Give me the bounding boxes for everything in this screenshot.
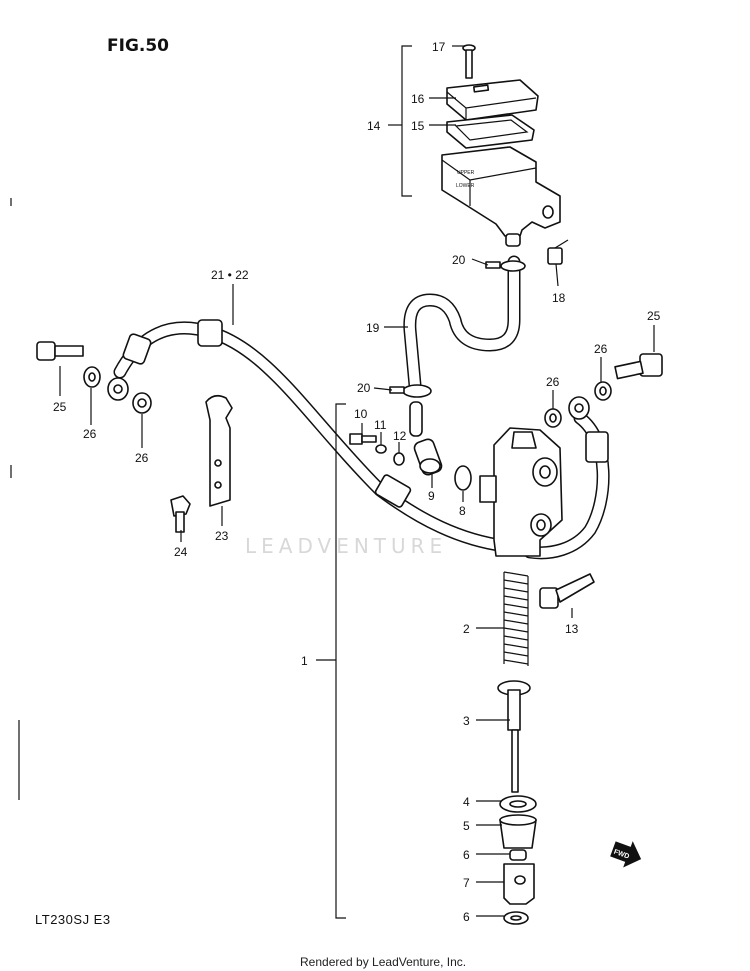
callout-20-lower: 20 bbox=[357, 381, 371, 395]
callout-26-c: 26 bbox=[546, 375, 560, 389]
callout-23: 23 bbox=[215, 529, 229, 543]
callout-5: 5 bbox=[463, 819, 470, 833]
hose-clamp-23 bbox=[205, 394, 233, 507]
nut-6-upper bbox=[509, 849, 527, 861]
figure-title: FIG.50 bbox=[107, 36, 169, 56]
brake-hose bbox=[107, 319, 610, 560]
callout-17: 17 bbox=[432, 40, 446, 54]
callout-26-d: 26 bbox=[594, 342, 608, 356]
circlip-4 bbox=[499, 795, 537, 813]
callout-11: 11 bbox=[374, 418, 387, 432]
reservoir-cap-16 bbox=[446, 79, 539, 121]
callouts: 17 16 15 14 20 18 21 • 22 19 25 26 26 20… bbox=[53, 40, 661, 924]
callout-7: 7 bbox=[463, 876, 470, 890]
banjo-bolt-25-right bbox=[544, 353, 663, 428]
banjo-bolt-25-left bbox=[36, 341, 152, 414]
scan-edge-marks bbox=[10, 198, 20, 800]
spring-2 bbox=[503, 571, 529, 666]
bolt-24 bbox=[170, 495, 191, 533]
boot-5 bbox=[499, 814, 537, 849]
watermark: LEADVENTURE bbox=[245, 534, 447, 558]
piston-3 bbox=[497, 680, 531, 793]
reservoir-lower-mark: LOWER bbox=[456, 183, 475, 189]
o-ring-8 bbox=[454, 465, 472, 491]
callout-16: 16 bbox=[411, 92, 425, 106]
screw-10 bbox=[349, 433, 377, 445]
master-cylinder-body bbox=[479, 427, 563, 557]
callout-3: 3 bbox=[463, 714, 470, 728]
bolt-13 bbox=[539, 573, 595, 609]
nut-6-lower bbox=[503, 911, 529, 925]
diaphragm-15 bbox=[446, 114, 535, 149]
callout-10: 10 bbox=[354, 407, 368, 421]
callout-8: 8 bbox=[459, 504, 466, 518]
callout-25-left: 25 bbox=[53, 400, 67, 414]
callout-6-upper: 6 bbox=[463, 848, 470, 862]
washer-11 bbox=[375, 444, 387, 454]
footer-credit: Rendered by LeadVenture, Inc. bbox=[300, 955, 466, 969]
callout-12: 12 bbox=[393, 429, 407, 443]
clevis-7 bbox=[503, 863, 535, 905]
callout-9: 9 bbox=[428, 489, 435, 503]
callout-13: 13 bbox=[565, 622, 579, 636]
leader-lines bbox=[59, 45, 655, 917]
callout-24: 24 bbox=[174, 545, 188, 559]
reservoir-upper-mark: UPPER bbox=[457, 170, 475, 176]
callout-6-lower: 6 bbox=[463, 910, 470, 924]
bolt-18 bbox=[547, 239, 569, 265]
callout-4: 4 bbox=[463, 795, 470, 809]
callout-15: 15 bbox=[411, 119, 425, 133]
screw-17 bbox=[462, 44, 476, 79]
callout-18: 18 bbox=[552, 291, 566, 305]
callout-25-right: 25 bbox=[647, 309, 661, 323]
callout-26-a: 26 bbox=[83, 427, 97, 441]
part-12 bbox=[393, 452, 405, 466]
callout-20-upper: 20 bbox=[452, 253, 466, 267]
callout-26-b: 26 bbox=[135, 451, 149, 465]
reservoir-assembly: UPPER LOWER bbox=[401, 44, 569, 265]
callout-1: 1 bbox=[301, 654, 308, 668]
callout-2: 2 bbox=[463, 622, 470, 636]
reservoir-hose-19 bbox=[389, 255, 526, 398]
forward-arrow: FWD bbox=[610, 841, 642, 868]
inlet-fitting-9 bbox=[409, 401, 443, 476]
reservoir-body: UPPER LOWER bbox=[441, 146, 561, 247]
assembly-bracket-1 bbox=[335, 403, 346, 919]
callout-19: 19 bbox=[366, 321, 380, 335]
callout-21-22: 21 • 22 bbox=[211, 268, 249, 282]
model-label: LT230SJ E3 bbox=[35, 912, 111, 927]
callout-14: 14 bbox=[367, 119, 381, 133]
